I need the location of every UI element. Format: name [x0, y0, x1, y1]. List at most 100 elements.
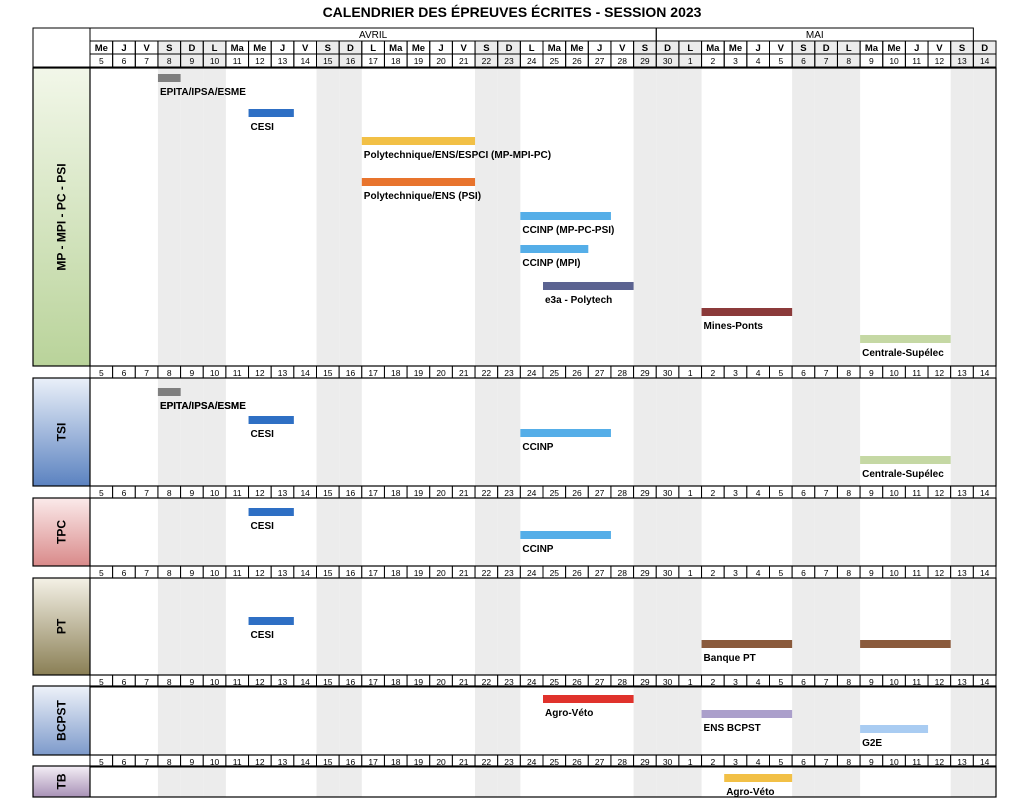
weekday-label: Me [95, 43, 108, 54]
date-label: 6 [801, 677, 806, 687]
weekday-label: J [756, 43, 761, 54]
date-label: 29 [640, 488, 650, 498]
date-label: 2 [711, 368, 716, 378]
weekend-shade [633, 675, 657, 755]
exam-bar [361, 137, 476, 145]
date-label: 13 [957, 677, 967, 687]
date-label: 24 [527, 757, 537, 767]
date-label: 9 [190, 568, 195, 578]
date-label: 11 [912, 488, 921, 498]
date-label: 2 [711, 757, 716, 767]
exam-label: Agro-Véto [545, 708, 593, 719]
date-label: 8 [167, 568, 172, 578]
section-frame [32, 765, 997, 798]
exam-label: CESI [251, 521, 275, 532]
weekend-shade [497, 675, 521, 755]
exam-label: Mines-Ponts [704, 321, 764, 332]
date-label: 9 [190, 757, 195, 767]
exam-bar [248, 109, 294, 117]
weekend-shade [792, 566, 815, 675]
exam-bar [248, 508, 294, 516]
date-label: 12 [935, 757, 945, 767]
date-label: 10 [889, 368, 899, 378]
date-label: 30 [663, 677, 673, 687]
weekend-shade [633, 366, 657, 486]
exam-label: ENS BCPST [704, 723, 761, 734]
date-label: 13 [278, 368, 288, 378]
date-label: 30 [663, 568, 673, 578]
exam-bar [860, 725, 929, 733]
date-label: 1 [688, 368, 693, 378]
date-label: 23 [504, 488, 514, 498]
date-label: 12 [935, 56, 945, 66]
date-label: 6 [122, 677, 127, 687]
date-label: 19 [414, 368, 424, 378]
weekend-shade [180, 566, 204, 675]
date-label: 7 [824, 757, 829, 767]
date-label: 1 [688, 568, 693, 578]
exam-bar [248, 617, 294, 625]
date-label: 12 [255, 56, 265, 66]
weekend-shade [792, 42, 815, 366]
weekday-label: J [121, 43, 126, 54]
weekend-shade [203, 366, 226, 486]
date-label: 10 [210, 56, 220, 66]
date-label: 19 [414, 568, 424, 578]
date-label: 11 [912, 568, 921, 578]
weekend-shade [656, 566, 679, 675]
date-label: 14 [300, 677, 310, 687]
exam-label: G2E [862, 738, 882, 749]
date-label: 28 [618, 677, 628, 687]
date-label: 20 [436, 368, 446, 378]
exam-label: e3a - Polytech [545, 295, 612, 306]
weekday-label: S [800, 43, 806, 54]
date-label: 23 [504, 368, 514, 378]
date-label: 19 [414, 757, 424, 767]
date-label: 3 [733, 757, 738, 767]
date-label: 27 [595, 677, 605, 687]
date-label: 30 [663, 757, 673, 767]
track-label: MP - MPI - PC - PSI [55, 163, 69, 270]
weekend-shade [633, 486, 657, 566]
weekend-shade [656, 675, 679, 755]
date-label: 24 [527, 677, 537, 687]
date-label: 18 [391, 677, 401, 687]
date-label: 22 [482, 56, 492, 66]
date-label: 8 [846, 568, 851, 578]
weekday-label: Ma [865, 43, 879, 54]
date-label: 12 [935, 368, 945, 378]
date-label: 14 [980, 368, 990, 378]
date-label: 5 [99, 488, 104, 498]
date-label: 10 [889, 488, 899, 498]
date-label: 1 [688, 677, 693, 687]
date-label: 7 [824, 488, 829, 498]
date-label: 8 [167, 368, 172, 378]
date-label: 6 [122, 368, 127, 378]
date-label: 11 [233, 56, 242, 66]
date-label: 20 [436, 677, 446, 687]
date-label: 14 [980, 568, 990, 578]
date-label: 13 [957, 568, 967, 578]
date-label: 19 [414, 488, 424, 498]
date-label: 28 [618, 488, 628, 498]
weekend-shade [180, 42, 204, 366]
date-label: 27 [595, 488, 605, 498]
date-label: 29 [640, 568, 650, 578]
date-label: 3 [733, 488, 738, 498]
date-label: 25 [550, 677, 560, 687]
date-label: 10 [889, 677, 899, 687]
weekend-shade [180, 675, 204, 755]
date-label: 29 [640, 368, 650, 378]
weekend-shade [973, 675, 996, 755]
weekend-shade [950, 566, 974, 675]
weekend-shade [475, 366, 498, 486]
date-label: 7 [144, 568, 149, 578]
date-label: 9 [869, 757, 874, 767]
date-label: 14 [980, 757, 990, 767]
date-label: 10 [210, 677, 220, 687]
track-label-cell [33, 498, 90, 566]
weekend-shade [656, 486, 679, 566]
date-label: 11 [912, 368, 921, 378]
weekend-shade [475, 675, 498, 755]
